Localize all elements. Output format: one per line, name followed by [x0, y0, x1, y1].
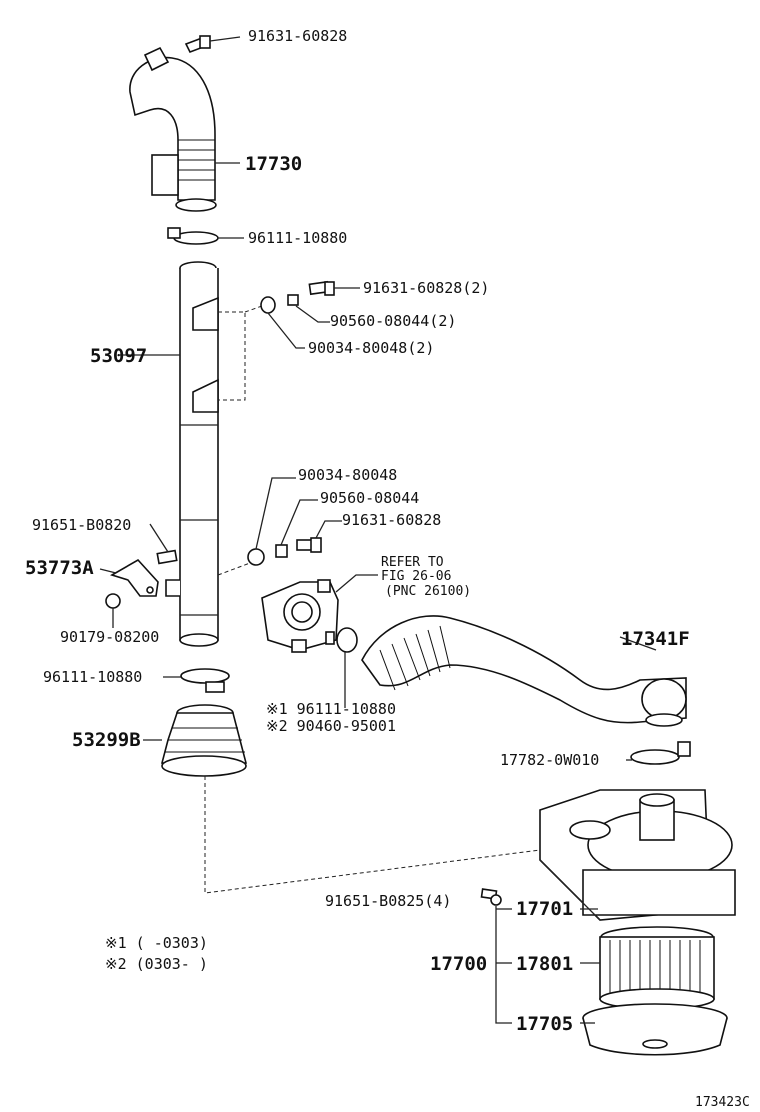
label-96111-10880-mid: ※1 96111-10880: [266, 700, 396, 718]
label-91631-60828-mid: 91631-60828: [342, 511, 441, 529]
label-90560-08044-2: 90560-08044(2): [330, 312, 456, 330]
ref-line1: REFER TO: [381, 555, 444, 570]
label-90179-08200: 90179-08200: [60, 628, 159, 646]
bottom-cover-17705: [582, 1003, 728, 1056]
label-90034-80048-2: 90034-80048(2): [308, 339, 434, 357]
label-91631-60828-top: 91631-60828: [248, 27, 347, 45]
clamp-middle: [325, 627, 358, 653]
intake-hose-17341f: [361, 615, 687, 727]
label-17730: 17730: [245, 153, 302, 175]
note-1: ※1 ( -0303): [105, 934, 208, 952]
label-17705: 17705: [516, 1013, 573, 1035]
elbow-duct-17730: [129, 46, 217, 212]
label-17341F: 17341F: [621, 628, 690, 650]
filter-element-17801: [599, 926, 715, 1010]
bolt-91631-60828-top: [184, 35, 211, 54]
bracket-53773a: [110, 549, 180, 597]
label-90034-80048: 90034-80048: [298, 466, 397, 484]
label-90560-08044: 90560-08044: [320, 489, 419, 507]
nut-90179-08200: [105, 593, 121, 609]
label-91651-B0825-4: 91651-B0825(4): [325, 892, 451, 910]
hardware-group-2: [247, 537, 322, 566]
clamp-17782-0w010: [630, 741, 691, 765]
label-53299B: 53299B: [72, 729, 141, 751]
air-cleaner-assembly: [539, 789, 736, 921]
label-96111-10880-left: 96111-10880: [43, 668, 142, 686]
label-17701: 17701: [516, 898, 573, 920]
label-17700: 17700: [430, 953, 487, 975]
label-17782-0W010: 17782-0W010: [500, 751, 599, 769]
label-90460-95001: ※2 90460-95001: [266, 717, 396, 735]
boot-53299b: [160, 704, 248, 777]
throttle-body: [261, 579, 339, 653]
note-2: ※2 (0303- ): [105, 955, 208, 973]
figure-id: 173423C: [695, 1095, 750, 1110]
bolt-91651-B0825: [480, 888, 502, 906]
pipe-53097: [179, 261, 219, 647]
ref-line2: FIG 26-06: [381, 569, 451, 584]
label-91651-B0820: 91651-B0820: [32, 516, 131, 534]
label-91631-60828-2: 91631-60828(2): [363, 279, 489, 297]
label-96111-10880-top: 96111-10880: [248, 229, 347, 247]
hardware-group-1: [260, 280, 335, 314]
label-17801: 17801: [516, 953, 573, 975]
ref-line3: (PNC 26100): [385, 584, 471, 599]
label-53097: 53097: [90, 345, 147, 367]
clamp-96111-10880-top: [167, 227, 219, 245]
clamp-96111-10880-left: [180, 668, 230, 693]
label-53773A: 53773A: [25, 557, 94, 579]
